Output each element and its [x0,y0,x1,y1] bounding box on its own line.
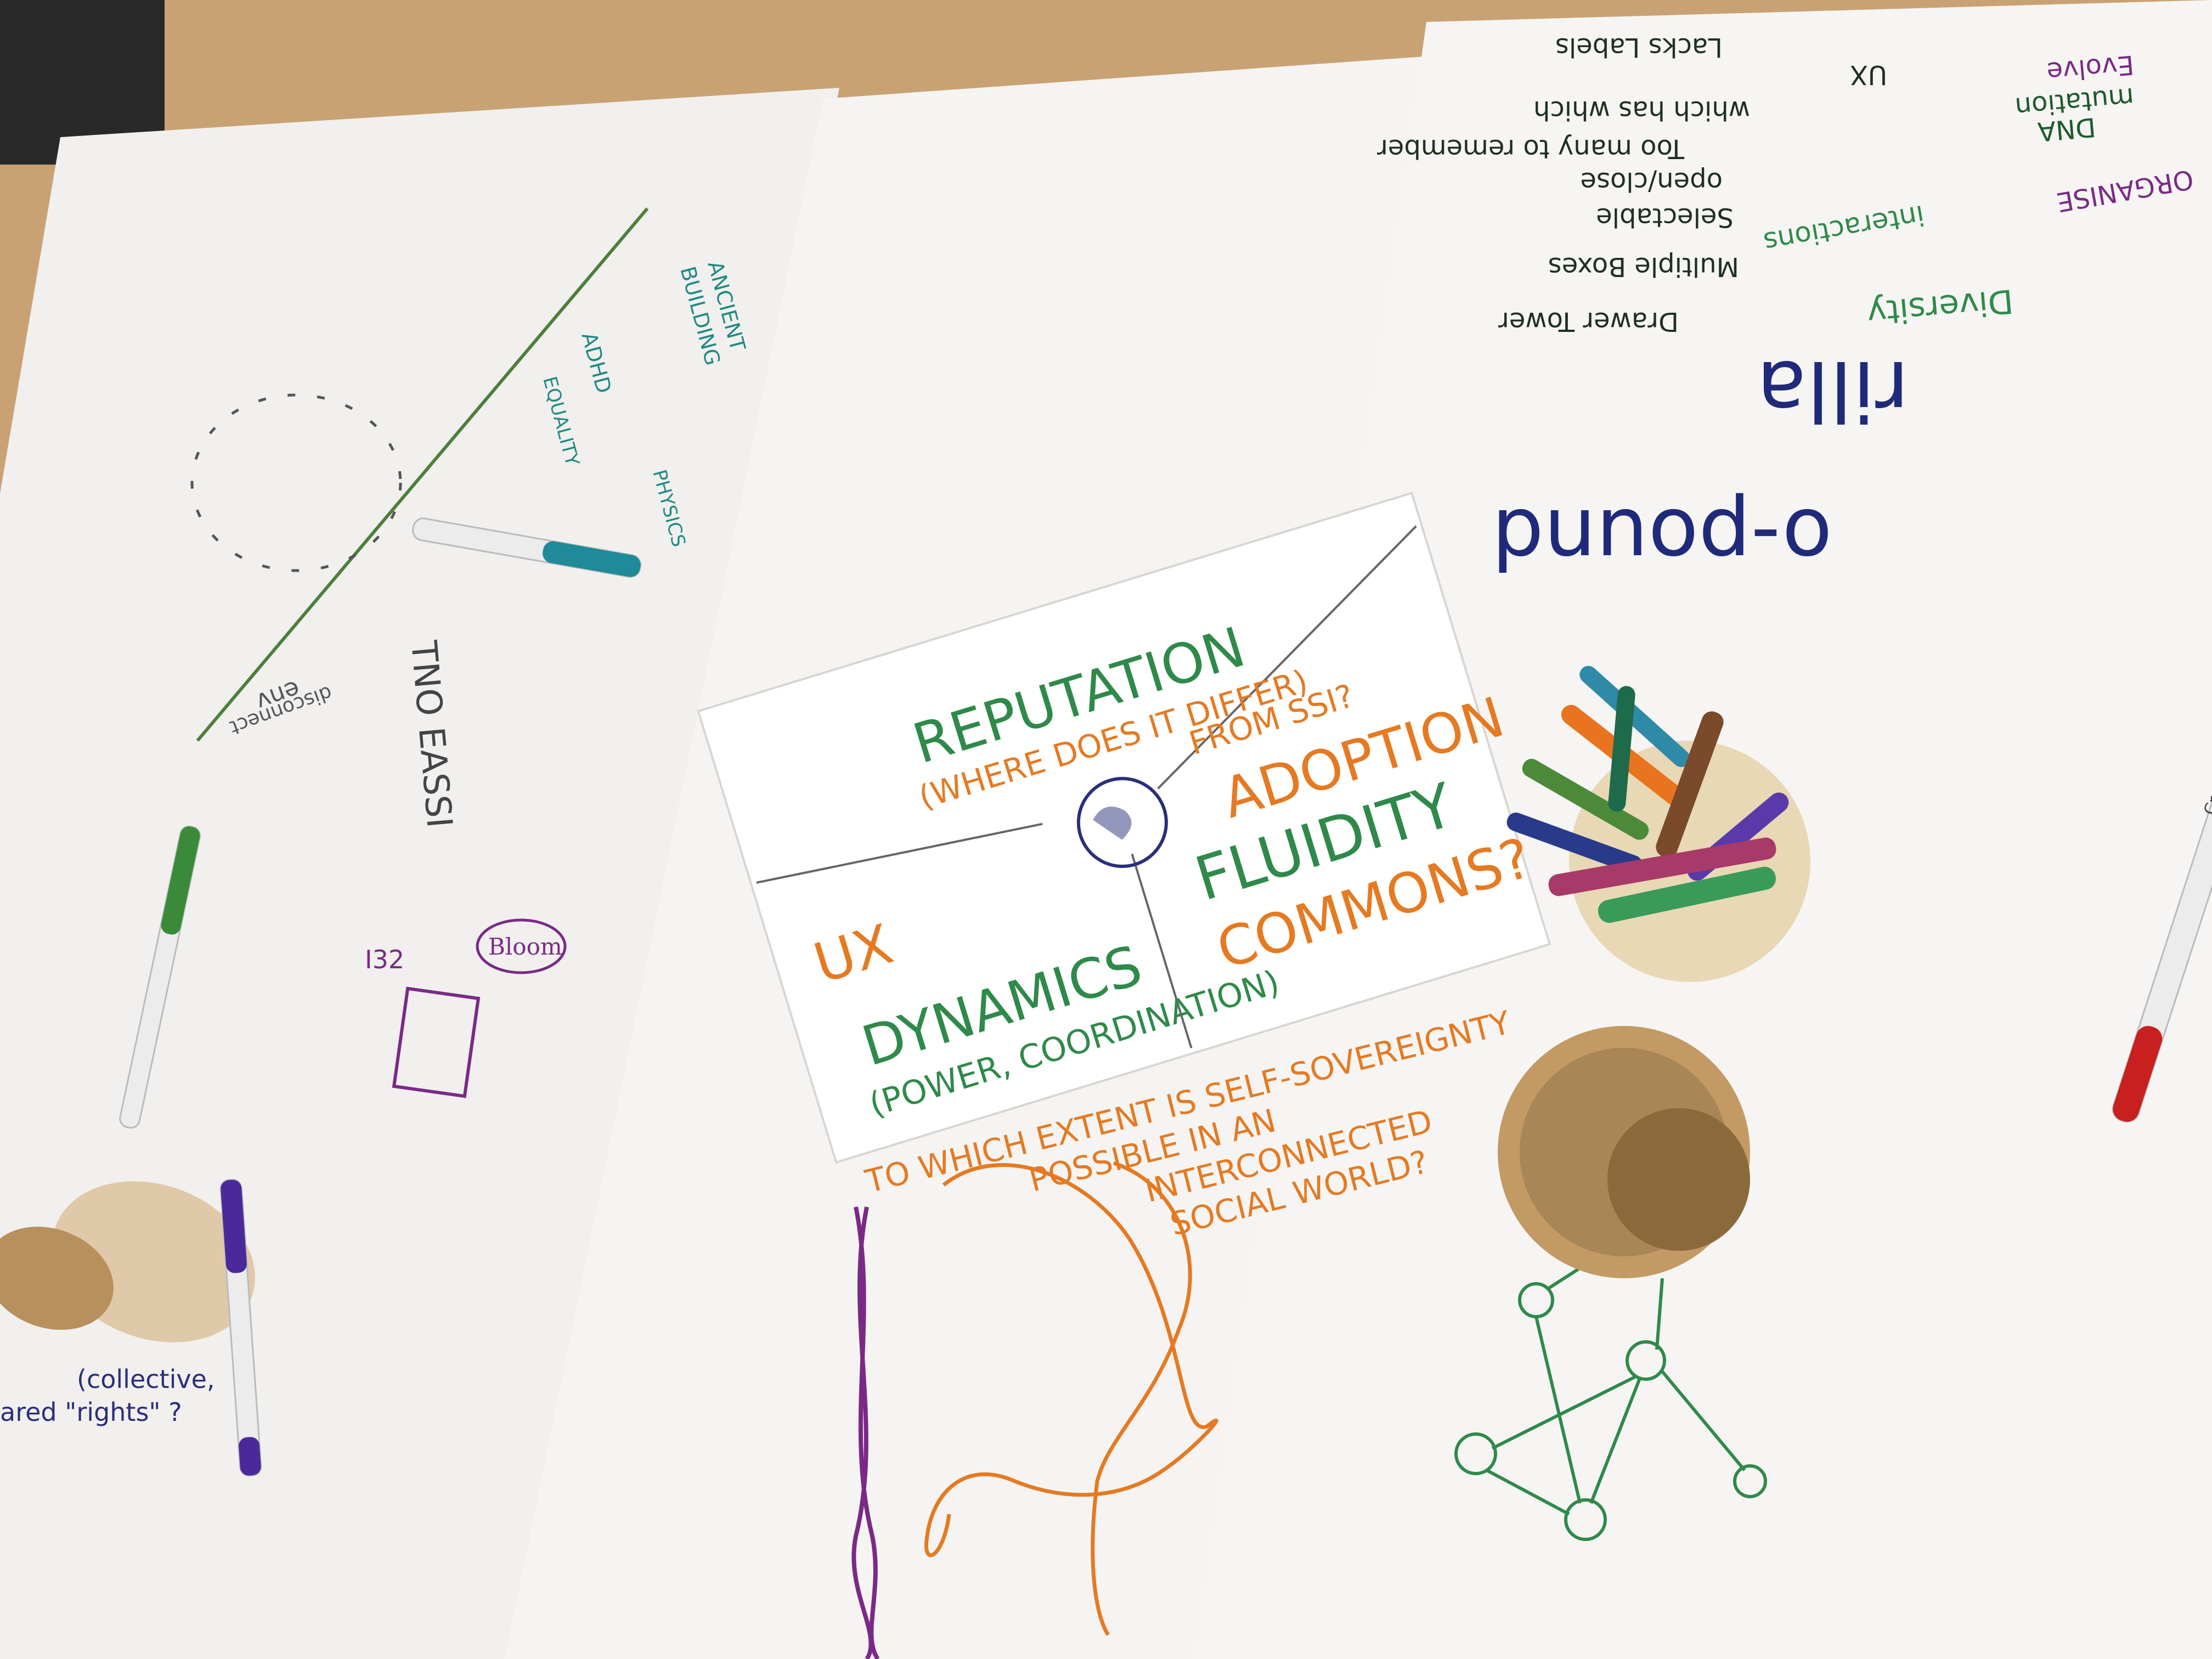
label-bloom: Bloom [488,933,562,960]
green-diagonal-line [196,207,649,742]
marker-teal-top [412,517,642,578]
purple-braid-doodle [851,1206,880,1659]
label-rilla: rilla [1756,342,1909,438]
upside-notes: UX Lacks Labels which has which Too many… [1377,32,1887,337]
note-ux: UX [1850,59,1887,90]
note-too-many: Too many to remember [1377,133,1685,164]
marker-cup [1506,665,1810,982]
orange-figures-doodle [924,1161,1218,1636]
note-lacks-labels: Lacks Labels [1555,32,1723,63]
note-evolve: Evolve [2045,49,2135,87]
dotted-circle [190,393,402,572]
label-rights: ared "rights" ? [0,1397,182,1427]
note-dna: DNA [2036,111,2097,147]
note-which-has-which: which has which [1533,95,1750,126]
label-collective: (collective, [77,1364,215,1394]
label-o-pound: o-pound [1492,490,1832,586]
note-open-close: open/close [1580,166,1723,197]
marker-green-left [119,825,201,1129]
label-i32: I32 [365,945,404,974]
note-drawer-tower: Drawer Tower [1498,306,1679,337]
coffee-cup-right [1498,1026,1750,1278]
note-multiple-boxes: Multiple Boxes [1548,251,1739,282]
bloom-oval [476,918,567,974]
topic-card: REPUTATION (WHERE DOES IT DIFFER) FROM S… [697,492,1551,1164]
coffee-cup-left [0,1181,255,1342]
purple-note-box [392,986,481,1098]
note-selectable: Selectable [1596,202,1734,233]
marker-purple-left [219,1178,262,1477]
